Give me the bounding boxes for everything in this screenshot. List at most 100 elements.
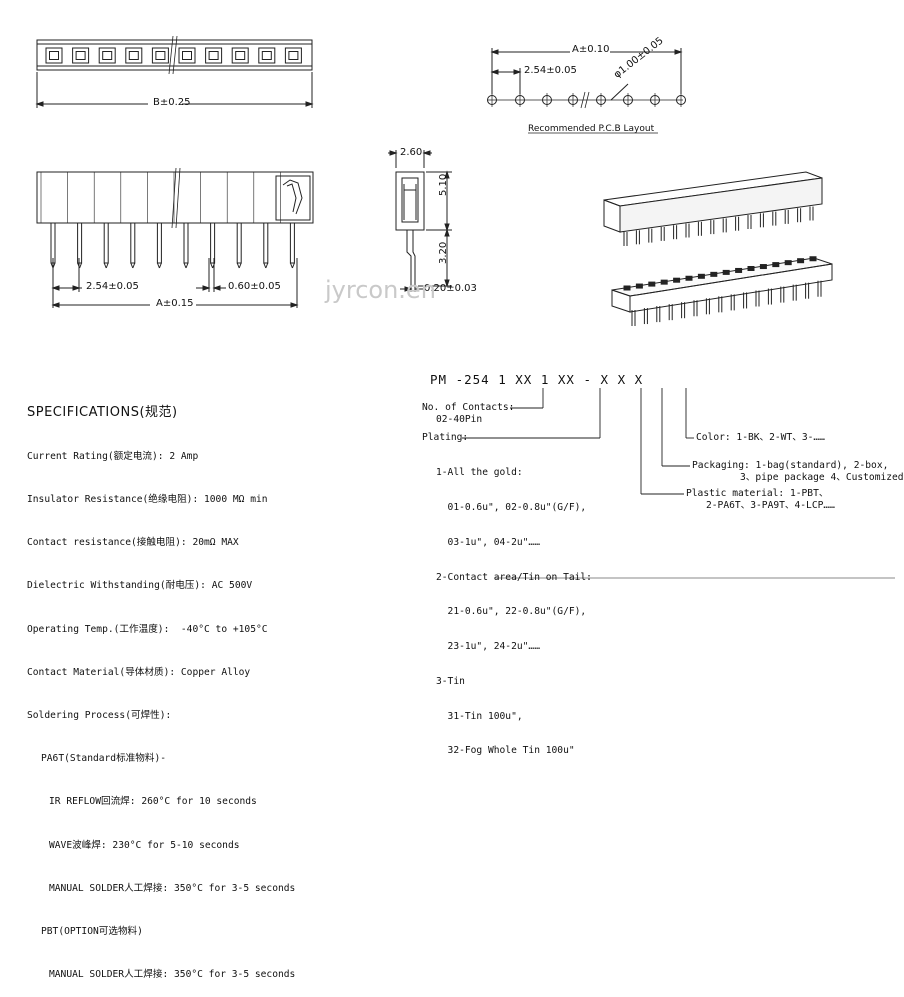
spec-line: Insulator Resistance(绝缘电阻): 1000 MΩ min [27, 493, 268, 505]
top-view-header [36, 35, 313, 75]
contact-cell [72, 47, 90, 64]
plastic-option-2: 2-PA6T、3-PA9T、4-LCP…… [706, 500, 835, 511]
contact-cell [722, 269, 730, 275]
plating-line: 23-1u", 24-2u"…… [436, 641, 540, 653]
spec-line: Current Rating(额定电流): 2 Amp [27, 450, 199, 462]
pin-tip [210, 262, 214, 269]
spec-pa6t: PA6T(Standard标准物料)- [41, 753, 167, 765]
contacts-label: No. of Contacts: [422, 402, 515, 413]
contact-cell-inner [155, 51, 166, 60]
plating-line: 3-Tin [436, 675, 465, 687]
isometric-view-top [603, 171, 823, 246]
dim-b-length: B±0.25 [153, 97, 191, 108]
pin-tip [183, 262, 187, 269]
contact-cell [772, 262, 780, 268]
contact-cell [797, 258, 805, 264]
pin [77, 222, 83, 264]
plating-line: 01-0.6u", 02-0.8u"(G/F), [436, 501, 587, 513]
pcb-layout [487, 48, 686, 134]
pin-tip [263, 262, 267, 269]
spec-pa6t-item: MANUAL SOLDER人工焊接: 350°C for 3-5 seconds [49, 882, 296, 894]
pin [130, 222, 136, 264]
pin-tip [289, 262, 293, 269]
plating-line: 21-0.6u", 22-0.8u"(G/F), [436, 606, 587, 618]
contact-cell [673, 277, 681, 283]
pin [183, 222, 189, 264]
watermark: jyrcon.en [325, 276, 436, 304]
contact-cell-inner [182, 51, 192, 60]
part-number-leaders [462, 388, 895, 579]
contact-cell [205, 47, 223, 64]
contact-cell-inner [208, 51, 219, 60]
pin-tip [265, 262, 269, 269]
pin-tip [238, 262, 242, 269]
pin-tip [158, 262, 162, 269]
contact-cell-inner [75, 51, 86, 60]
spec-line: Contact resistance(接触电阻): 20mΩ MAX [27, 537, 239, 549]
pin-tip [130, 262, 134, 269]
pin-tip [185, 262, 189, 269]
pin [210, 222, 216, 264]
specifications-block: SPECIFICATIONS(规范) Current Rating(额定电流):… [27, 376, 295, 997]
contact-cell [784, 260, 792, 266]
pin [236, 222, 242, 264]
contact-cell-inner [49, 51, 59, 60]
contact-cell [809, 256, 817, 262]
dim-height-320: 3.20 [438, 241, 449, 264]
dim-pin-width: 0.60±0.05 [228, 281, 281, 292]
pin-tip [103, 262, 107, 269]
plating-line: 1-All the gold: [436, 467, 523, 479]
contact-cell-inner [288, 51, 299, 60]
contact-cell-inner [102, 51, 113, 60]
contact-cell [258, 47, 276, 64]
dim-thickness: 0.20±0.03 [424, 283, 477, 294]
spec-line: Contact Material(导体材质): Copper Alloy [27, 666, 251, 678]
contact-cell [623, 285, 631, 291]
contact-cell-inner [235, 51, 246, 60]
dim-a-top: A±0.10 [572, 44, 610, 55]
color-option: Color: 1-BK、2-WT、3-…… [696, 432, 825, 443]
pin-tip [236, 262, 240, 269]
part-number-code: PM -254 1 XX 1 XX - X X X [430, 372, 644, 387]
pin [103, 222, 109, 264]
contact-cell [178, 47, 196, 64]
pcb-layout-caption: Recommended P.C.B Layout [528, 124, 655, 134]
spec-line: Dielectric Withstanding(耐电压): AC 500V [27, 580, 253, 592]
dim-pitch-top: 2.54±0.05 [524, 65, 577, 76]
pin-tip [105, 262, 109, 269]
contact-cell [231, 47, 249, 64]
spec-line: Soldering Process(可焊性): [27, 709, 172, 721]
contact-cell [45, 47, 63, 64]
contact-cell [125, 47, 143, 64]
contact-cell [747, 266, 755, 271]
pin [289, 222, 295, 264]
contact-cell [660, 279, 668, 285]
contact-cell [759, 264, 767, 270]
pin-tip [79, 262, 83, 269]
spec-pbt: PBT(OPTION可选物料) [41, 926, 143, 938]
spec-pa6t-item: IR REFLOW回流焊: 260°C for 10 seconds [49, 796, 257, 808]
side-view [36, 167, 314, 308]
end-view [388, 150, 452, 292]
dim-a-side: A±0.15 [156, 298, 194, 309]
dim-height-510: 5.10 [438, 173, 449, 196]
contact-cell [685, 275, 693, 281]
plating-options: 1-All the gold: 01-0.6u", 02-0.8u"(G/F),… [436, 444, 592, 769]
dim-pitch-side: 2.54±0.05 [86, 281, 139, 292]
spec-line: Operating Temp.(工作温度): -40°C to +105°C [27, 623, 268, 635]
b-dimension-line [35, 72, 314, 108]
dim-width-260: 2.60 [400, 147, 423, 158]
contact-cell [648, 281, 656, 287]
contact-cell-inner [261, 51, 272, 60]
contact-cell [635, 283, 643, 289]
pin [263, 222, 269, 264]
pin-tip [132, 262, 136, 269]
pin [50, 222, 56, 264]
contacts-value: 02-40Pin [436, 414, 483, 425]
isometric-view-bottom [611, 256, 833, 326]
spec-pbt-item: MANUAL SOLDER人工焊接: 350°C for 3-5 seconds [49, 969, 296, 981]
contact-cell [151, 47, 169, 64]
contact-cell [284, 47, 302, 64]
contact-cell [98, 47, 116, 64]
plating-line: 03-1u", 04-2u"…… [436, 536, 540, 548]
